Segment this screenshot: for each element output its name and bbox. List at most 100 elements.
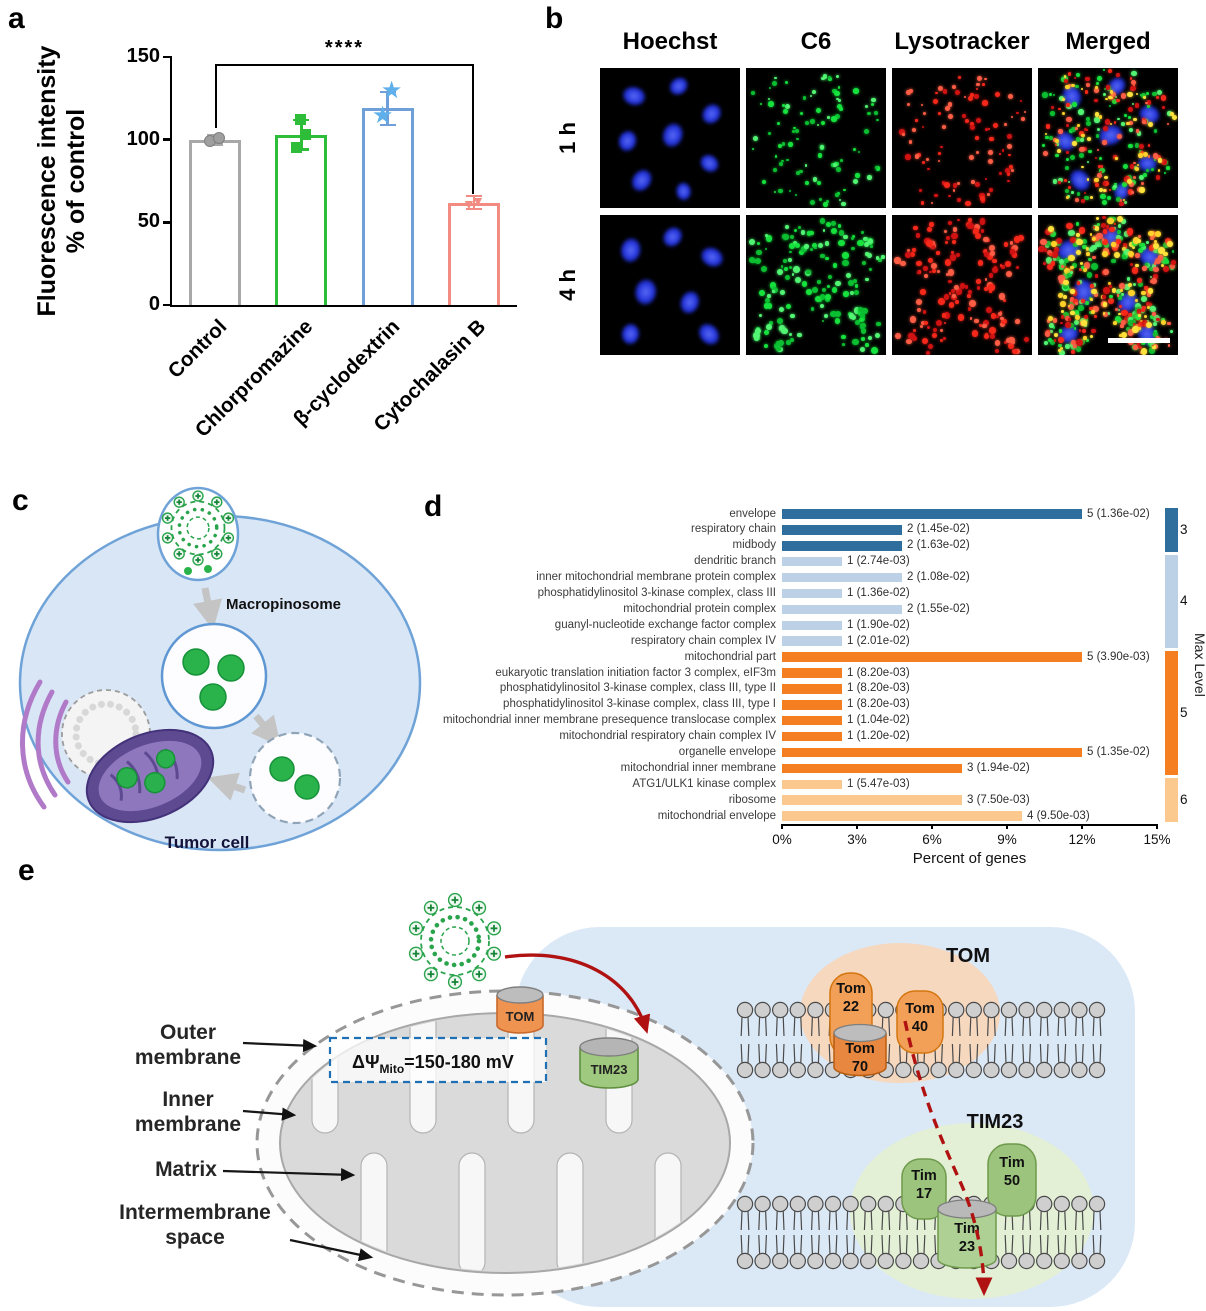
- import-path-arrow: [903, 1020, 993, 1297]
- go-term-value: 2 (1.55e-02): [907, 602, 970, 615]
- go-term-bar: [782, 556, 842, 567]
- go-term-bar: [782, 684, 842, 694]
- panel-a-letter: a: [8, 2, 25, 35]
- micrograph-4h-c6: [746, 215, 886, 355]
- go-term-bar: [782, 811, 1022, 821]
- cargo-dot: [204, 565, 212, 573]
- panel-d-xtick-label: 15%: [1143, 832, 1171, 847]
- cargo-dot: [184, 567, 192, 575]
- go-term-label: respiratory chain complex IV: [630, 634, 776, 647]
- svg-text:membrane: membrane: [135, 1113, 241, 1136]
- error-cap: [465, 194, 482, 198]
- go-term-label: phosphatidylinositol 3-kinase complex, c…: [503, 698, 776, 711]
- panel-d-letter: d: [424, 490, 443, 523]
- go-term-value: 1 (2.74e-03): [847, 555, 910, 568]
- nucleus-blob: [622, 159, 662, 201]
- membrane-potential-box: ΔΨMito=150-180 mV: [328, 1036, 548, 1084]
- inner-membrane-label: Inner: [162, 1088, 213, 1111]
- go-term-bar: [782, 572, 902, 583]
- svg-text:space: space: [165, 1226, 225, 1249]
- nanoparticle-e: [408, 892, 502, 990]
- panel-a-bar: [361, 108, 414, 305]
- max-level-axis-label: Max Level: [1192, 633, 1206, 697]
- go-term-bar: [782, 715, 842, 726]
- panel-a-ytick-mark: [163, 55, 172, 59]
- svg-text:50: 50: [1004, 1173, 1020, 1189]
- panel-d-xtick-label: 12%: [1068, 832, 1096, 847]
- go-term-value: 1 (1.04e-02): [847, 714, 910, 727]
- nucleus-blob: [611, 123, 645, 159]
- outer-membrane-outline: [255, 989, 755, 1297]
- significance-bracket-tick: [215, 63, 218, 129]
- intermembrane-space-label: Intermembrane: [119, 1201, 271, 1224]
- panel-a-y-axis-title: Fluorescence intensity % of control: [33, 31, 91, 331]
- go-term-label: dendritic branch: [694, 555, 776, 568]
- panel-a-ytick-label: 50: [137, 210, 160, 233]
- uptake-arrow-red: [504, 953, 651, 1034]
- micrograph-1h-lyso: [892, 68, 1032, 208]
- go-term-bar: [782, 604, 902, 615]
- macropinosome-vesicle: [160, 622, 268, 730]
- tim17-subunit: [901, 1158, 947, 1220]
- go-term-value: 1 (1.36e-02): [847, 587, 910, 599]
- svg-text:17: 17: [916, 1186, 932, 1202]
- go-term-bar: [782, 779, 842, 789]
- matrix-arrow: [222, 1168, 356, 1182]
- data-point: [213, 132, 226, 144]
- tim23-label: Tim: [954, 1221, 980, 1237]
- level-number: 3: [1180, 521, 1188, 537]
- golgi-apparatus: [20, 679, 71, 810]
- tom-channel: TOM: [496, 986, 544, 1034]
- panel-b-row-header: 1 h: [555, 122, 580, 154]
- y-axis-title-line2: % of control: [62, 108, 90, 254]
- panel-b-col-header: Merged: [1065, 28, 1151, 55]
- nucleus-blob: [614, 231, 648, 269]
- go-term-value: 3 (1.94e-02): [967, 761, 1030, 774]
- nucleus-blob: [691, 145, 727, 181]
- panel-e-diagram: ΔΨMito=150-180 mV TOM TIM23 Outer membra…: [119, 892, 1135, 1307]
- uptake-arrow-3: [207, 772, 247, 801]
- go-term-label: respiratory chain: [690, 523, 776, 536]
- tom40-subunit: [896, 990, 944, 1054]
- go-term-label: inner mitochondrial membrane protein com…: [536, 571, 776, 584]
- panel-a-ytick-label: 150: [126, 45, 160, 67]
- tom22-label: Tom: [836, 981, 866, 997]
- go-term-value: 1 (8.20e-03): [847, 682, 910, 695]
- panel-d-xtick-mark: [1081, 824, 1083, 829]
- tim23-channel: TIM23: [579, 1037, 639, 1089]
- panel-d-xtick-label: 0%: [772, 832, 792, 847]
- level-number: 6: [1180, 792, 1188, 808]
- data-point: ★: [371, 102, 394, 130]
- tim50-label: Tim: [999, 1155, 1025, 1171]
- go-term-label: envelope: [729, 507, 776, 520]
- cargo-in-macropinosome: [182, 648, 210, 676]
- y-axis-title-line1: Fluorescence intensity: [33, 45, 61, 317]
- panel-d-chart: Percent of genes Max Level envelope 5 (1.…: [430, 506, 1206, 878]
- go-term-bar: [782, 763, 962, 774]
- go-term-value: 5 (3.90e-03): [1087, 650, 1150, 663]
- panel-d-xaxis-title: Percent of genes: [912, 850, 1027, 867]
- go-term-value: 1 (5.47e-03): [847, 777, 910, 790]
- data-point: [294, 114, 306, 126]
- panel-d-xtick-mark: [781, 824, 783, 829]
- svg-text:TOM: TOM: [506, 1009, 535, 1024]
- go-term-label: mitochondrial part: [684, 650, 776, 663]
- data-point: ★: [380, 77, 403, 105]
- error-cap: [379, 90, 396, 93]
- data-point: [299, 129, 311, 141]
- go-term-bar: [782, 795, 962, 805]
- panel-d-x-axis: [782, 824, 1157, 826]
- svg-text:TIM23: TIM23: [591, 1062, 628, 1077]
- go-term-label: ribosome: [728, 793, 776, 806]
- go-term-bar: [782, 636, 842, 646]
- panel-d-xtick-mark: [1156, 824, 1158, 829]
- go-term-value: 5 (1.36e-02): [1087, 507, 1150, 520]
- micrograph-4h-merged: [1038, 215, 1178, 355]
- go-term-label: phosphatidylinositol 3-kinase complex, c…: [537, 587, 776, 599]
- cargo-in-macropinosome: [199, 683, 227, 711]
- uptake-arrow-1: [193, 587, 222, 630]
- panel-b-letter: b: [545, 2, 564, 35]
- macropinosome-label: Macropinosome: [226, 596, 341, 613]
- panel-a-ytick-mark: [163, 138, 172, 141]
- panel-a-ytick-mark: [163, 303, 172, 307]
